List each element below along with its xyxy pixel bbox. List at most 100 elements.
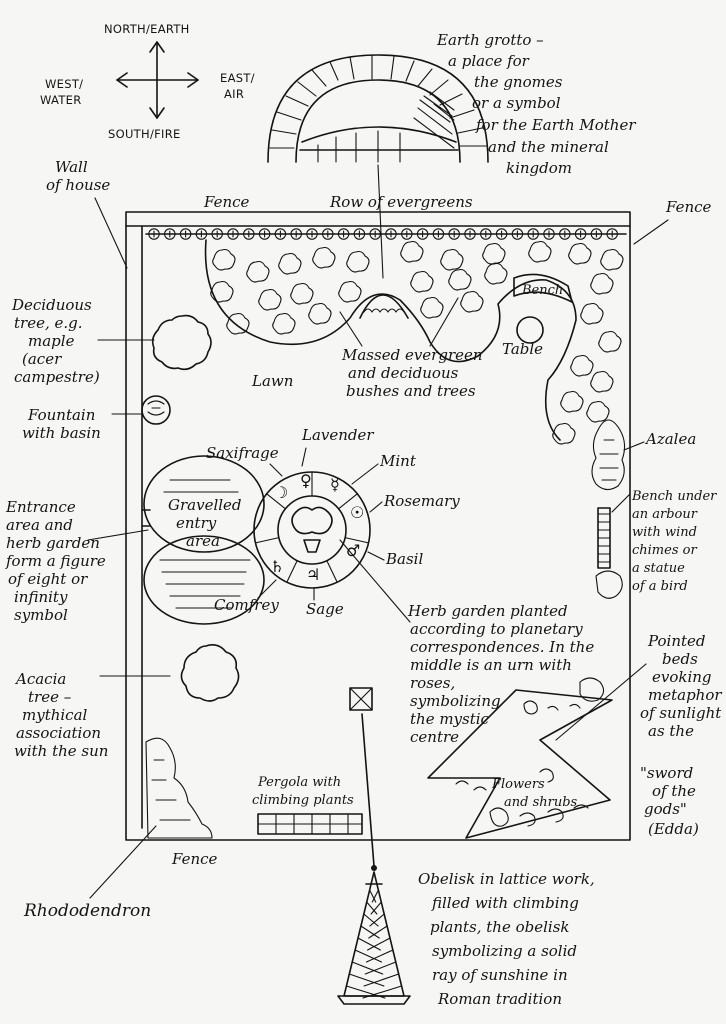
arbour-label-1: Bench under [631,489,717,504]
herb-label-6: symbolizing [410,692,501,710]
wall-pointer [94,197,128,269]
pergola [257,813,363,835]
massed-label-2: and deciduous [348,364,459,382]
evergreen-shrub [195,228,208,240]
compass-west-label-1: WEST/ [45,77,83,91]
evergreen-shrub [322,228,334,240]
bush [246,260,270,283]
mercury-symbol: ☿ [330,475,340,494]
deciduous-label-5: campestre) [14,368,100,386]
pointed-label-7: "sword [640,764,693,782]
pointed-label-10: (Edda) [648,820,699,838]
herb-label-1: Herb garden planted [407,602,568,620]
massed-label-1: Massed evergreen [341,346,483,364]
entry-path [141,509,151,527]
evergreen-shrub [243,228,255,240]
compass-west-label-2: WATER [40,93,82,107]
evergreen-shrub [369,228,381,240]
pointed-beds [427,689,613,839]
grotto-label-2: a place for [448,52,530,70]
grotto-label-3: the gnomes [474,73,563,91]
evergreen-shrub [480,228,492,240]
obelisk-marker [349,687,373,711]
pointed-label-8: of the [652,782,696,800]
evergreen-shrub [148,228,160,240]
grotto-label-6: and the mineral [488,138,609,156]
obelisk-label-2: filled with climbing [431,894,579,912]
arbour-label-6: of a bird [632,579,688,594]
bush [210,280,234,303]
evergreen-shrub [495,228,508,240]
bush [212,248,236,271]
evergreen-shrub [448,228,460,240]
pointed-label-5: of sunlight [640,704,722,722]
bush [590,272,614,295]
entrance-label-2: area and [6,516,73,534]
grotto-label-4: or a symbol [472,94,561,112]
evergreen-shrub [227,228,239,240]
obelisk-label-4: symbolizing a solid [432,942,577,960]
sage-label: Sage [306,600,344,618]
massed-bushes [210,240,624,445]
compass-south-label: SOUTH/FIRE [108,127,181,141]
arbour-label-4: chimes or [632,543,697,558]
bush [552,422,576,445]
arbour-label-5: a statue [632,561,685,576]
bush [580,302,604,325]
lawn-outline [204,239,577,441]
obelisk-pointer [361,713,375,867]
maple-tree [151,314,212,371]
earth-grotto [267,54,489,163]
mint-label: Mint [379,452,417,470]
bush [400,240,424,263]
herb-label-7: the mystic [410,710,490,728]
pergola-label-2: climbing plants [252,793,354,808]
acacia-tree [180,644,240,702]
entry-herb-figure-eight [143,455,371,625]
entrance-label-4: form a figure [5,552,106,570]
evergreen-shrub [274,228,287,240]
grotto-label-1: Earth grotto – [436,31,544,49]
evergreen-shrub [543,228,555,240]
arbour-bench [597,507,611,569]
bush [410,270,434,293]
bush [278,252,302,275]
fountain-basin [141,395,171,425]
herb-label-4: middle is an urn with [410,656,572,674]
wall-label-2: of house [46,176,110,194]
acacia-label-3: mythical [22,706,88,724]
pointed-label-2: beds [662,650,698,668]
pointed-beds-shrubs [455,700,589,827]
bush [420,296,444,319]
pointed-label-3: evoking [652,668,712,686]
jupiter-symbol: ♃ [306,565,320,584]
bush [308,302,332,325]
grotto-arch-path [359,294,409,319]
bush [226,312,250,335]
entrance-label-3: herb garden [6,534,100,552]
venus-symbol: ♀ [300,471,312,490]
entrance-label-7: symbol [14,606,68,624]
evergreen-shrub [432,228,445,240]
wall-label-1: Wall [55,158,88,176]
bush [272,312,296,335]
acacia-label-2: tree – [28,688,71,706]
acacia-label-5: with the sun [14,742,108,760]
arbour-plant [595,570,623,599]
bush [598,330,622,353]
deciduous-label-3: maple [28,332,75,350]
grotto-pointer [377,164,384,279]
bush [440,248,464,271]
evergreen-shrub [290,228,302,240]
entrance-label-6: infinity [14,588,68,606]
fence-top-label: Fence [203,193,250,211]
evergreen-shrub [464,228,476,240]
evergreen-shrub [258,228,271,240]
evergreen-shrub [559,228,571,240]
pointed-label-1: Pointed [647,632,705,650]
herb-label-2: according to planetary [410,620,583,638]
acacia-label-1: Acacia [14,670,66,688]
bush [346,250,370,273]
